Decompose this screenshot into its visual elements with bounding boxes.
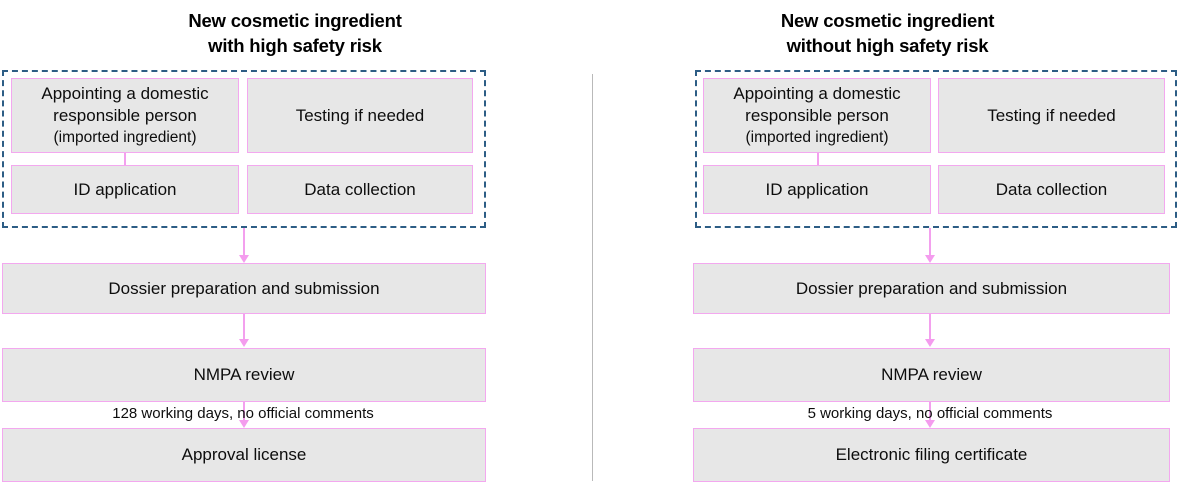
title-line-1: New cosmetic ingredient [188, 10, 402, 31]
box-label: Approval license [181, 445, 307, 464]
box-label: Data collection [304, 179, 416, 199]
connector-appointing-to-id-right [817, 153, 819, 165]
connector-review-to-outcome-left [243, 402, 245, 423]
box-line-2: responsible person [745, 105, 889, 125]
box-data-collection-right[interactable]: Data collection [938, 165, 1165, 214]
box-nmpa-review-right[interactable]: NMPA review [693, 348, 1170, 402]
connector-dossier-to-review-right [929, 314, 931, 340]
note-working-days-left: 128 working days, no official comments [112, 405, 374, 422]
box-appointing-domestic-responsible-person-left[interactable]: Appointing a domestic responsible person… [11, 78, 239, 153]
arrow-dossier-to-review-right [925, 339, 935, 347]
connector-group-to-dossier-left [243, 228, 245, 257]
box-dossier-preparation-right[interactable]: Dossier preparation and submission [693, 263, 1170, 314]
box-testing-if-needed-right[interactable]: Testing if needed [938, 78, 1165, 153]
arrow-group-to-dossier-right [925, 255, 935, 263]
panel-without-high-safety-risk: New cosmetic ingredient without high saf… [589, 0, 1179, 482]
box-line-3: (imported ingredient) [53, 128, 197, 146]
box-dossier-preparation-left[interactable]: Dossier preparation and submission [2, 263, 486, 314]
connector-appointing-to-id-left [124, 153, 126, 165]
box-label: Data collection [995, 179, 1108, 199]
box-label: ID application [765, 179, 869, 199]
box-label: NMPA review [881, 365, 982, 384]
note-working-days-right: 5 working days, no official comments [807, 405, 1053, 422]
box-testing-if-needed-left[interactable]: Testing if needed [247, 78, 473, 153]
box-line-3: (imported ingredient) [745, 128, 889, 146]
title-line-1: New cosmetic ingredient [780, 10, 995, 31]
box-label: Dossier preparation and submission [108, 278, 380, 298]
panel-divider [592, 74, 594, 481]
arrow-dossier-to-review-left [239, 339, 249, 347]
connector-group-to-dossier-right [929, 228, 931, 257]
box-line-1: Appointing a domestic [733, 83, 901, 103]
arrow-review-to-outcome-left [239, 420, 249, 428]
connector-review-to-outcome-right [929, 402, 931, 423]
box-nmpa-review-left[interactable]: NMPA review [2, 348, 486, 402]
box-label: Dossier preparation and submission [795, 278, 1068, 298]
page-title-left: New cosmetic ingredient with high safety… [0, 8, 590, 58]
arrow-review-to-outcome-right [925, 420, 935, 428]
box-label: NMPA review [193, 365, 295, 384]
title-line-2: without high safety risk [786, 35, 989, 56]
box-data-collection-left[interactable]: Data collection [247, 165, 473, 214]
box-label: ID application [73, 179, 177, 199]
preparation-group-right [695, 70, 1177, 228]
preparation-group-left [2, 70, 486, 228]
panel-high-safety-risk: New cosmetic ingredient with high safety… [0, 8, 590, 482]
arrow-group-to-dossier-left [239, 255, 249, 263]
connector-dossier-to-review-left [243, 314, 245, 340]
box-label: Testing if needed [987, 105, 1116, 125]
box-label: Electronic filing certificate [835, 445, 1028, 464]
box-id-application-left[interactable]: ID application [11, 165, 239, 214]
box-line-1: Appointing a domestic [41, 83, 209, 103]
title-line-2: with high safety risk [208, 35, 382, 56]
box-line-2: responsible person [53, 105, 197, 125]
box-appointing-domestic-responsible-person-right[interactable]: Appointing a domestic responsible person… [703, 78, 931, 153]
box-id-application-right[interactable]: ID application [703, 165, 931, 214]
box-approval-license-left[interactable]: Approval license [2, 428, 486, 482]
page-title-right: New cosmetic ingredient without high saf… [646, 8, 1129, 58]
box-label: Testing if needed [295, 105, 425, 125]
box-electronic-filing-certificate-right[interactable]: Electronic filing certificate [693, 428, 1170, 482]
